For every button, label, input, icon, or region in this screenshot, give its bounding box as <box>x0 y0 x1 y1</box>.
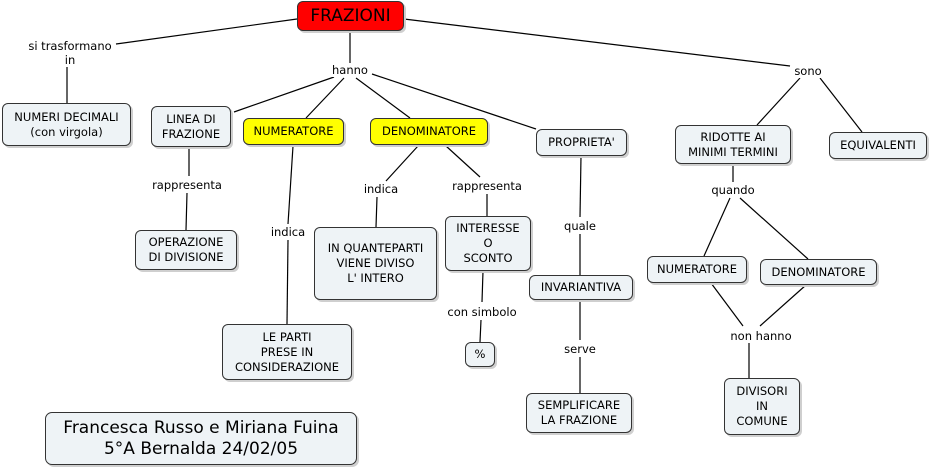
link-rappresenta-1: rappresenta <box>150 178 224 192</box>
edge <box>479 319 482 343</box>
in-quanteparti-node[interactable]: IN QUANTEPARTI VIENE DIVISO L' INTERO <box>314 227 437 300</box>
invariantiva-node[interactable]: INVARIANTIVA <box>529 275 633 300</box>
denominatore-node[interactable]: DENOMINATORE <box>370 118 488 145</box>
semplificare-frazione-node[interactable]: SEMPLIFICARE LA FRAZIONE <box>526 393 632 433</box>
frazioni-node[interactable]: FRAZIONI <box>297 1 404 31</box>
edge <box>286 239 289 325</box>
edge <box>385 145 419 182</box>
edge <box>371 73 537 130</box>
edge <box>710 282 744 327</box>
edge <box>445 145 481 178</box>
edge <box>819 77 863 133</box>
divisori-comune-node[interactable]: DIVISORI IN COMUNE <box>724 378 800 435</box>
link-indica-2: indica <box>361 182 401 196</box>
link-si-trasformano-in: si trasformano in <box>26 39 114 67</box>
edge <box>703 197 731 257</box>
numeratore-2-node[interactable]: NUMERATORE <box>647 256 747 283</box>
proprieta-node[interactable]: PROPRIETA' <box>536 129 627 156</box>
numeri-decimali-node[interactable]: NUMERI DECIMALI (con virgola) <box>2 103 131 146</box>
edge <box>759 284 807 327</box>
link-sono: sono <box>792 64 824 78</box>
percent-node[interactable]: % <box>465 342 495 367</box>
denominatore-2-node[interactable]: DENOMINATORE <box>760 259 877 285</box>
numeratore-node[interactable]: NUMERATORE <box>243 118 344 145</box>
edge <box>579 155 582 218</box>
edge <box>756 77 801 126</box>
edge <box>739 197 809 260</box>
interesse-sconto-node[interactable]: INTERESSE O SCONTO <box>445 216 531 271</box>
edge <box>115 18 298 45</box>
edge <box>375 196 378 228</box>
link-indica-1: indica <box>268 225 308 239</box>
operazione-divisione-node[interactable]: OPERAZIONE DI DIVISIONE <box>135 230 237 270</box>
link-quale: quale <box>562 219 598 233</box>
edge <box>355 77 411 119</box>
edge <box>403 18 791 67</box>
link-rappresenta-2: rappresenta <box>450 179 524 193</box>
link-hanno: hanno <box>330 63 370 77</box>
link-con-simbolo: con simbolo <box>445 305 519 319</box>
edge <box>185 192 188 231</box>
edge <box>287 145 294 225</box>
edge <box>233 76 335 113</box>
credit-box: Francesca Russo e Miriana Fuina 5°A Bern… <box>45 412 357 465</box>
equivalenti-node[interactable]: EQUIVALENTI <box>829 132 927 159</box>
edge <box>481 270 484 303</box>
linea-di-frazione-node[interactable]: LINEA DI FRAZIONE <box>151 106 231 147</box>
ridotte-minimi-termini-node[interactable]: RIDOTTE AI MINIMI TERMINI <box>675 125 791 164</box>
le-parti-node[interactable]: LE PARTI PRESE IN CONSIDERAZIONE <box>222 324 352 380</box>
link-non-hanno: non hanno <box>728 329 794 343</box>
link-serve: serve <box>562 342 598 356</box>
edge <box>305 77 345 119</box>
link-quando: quando <box>709 183 757 197</box>
